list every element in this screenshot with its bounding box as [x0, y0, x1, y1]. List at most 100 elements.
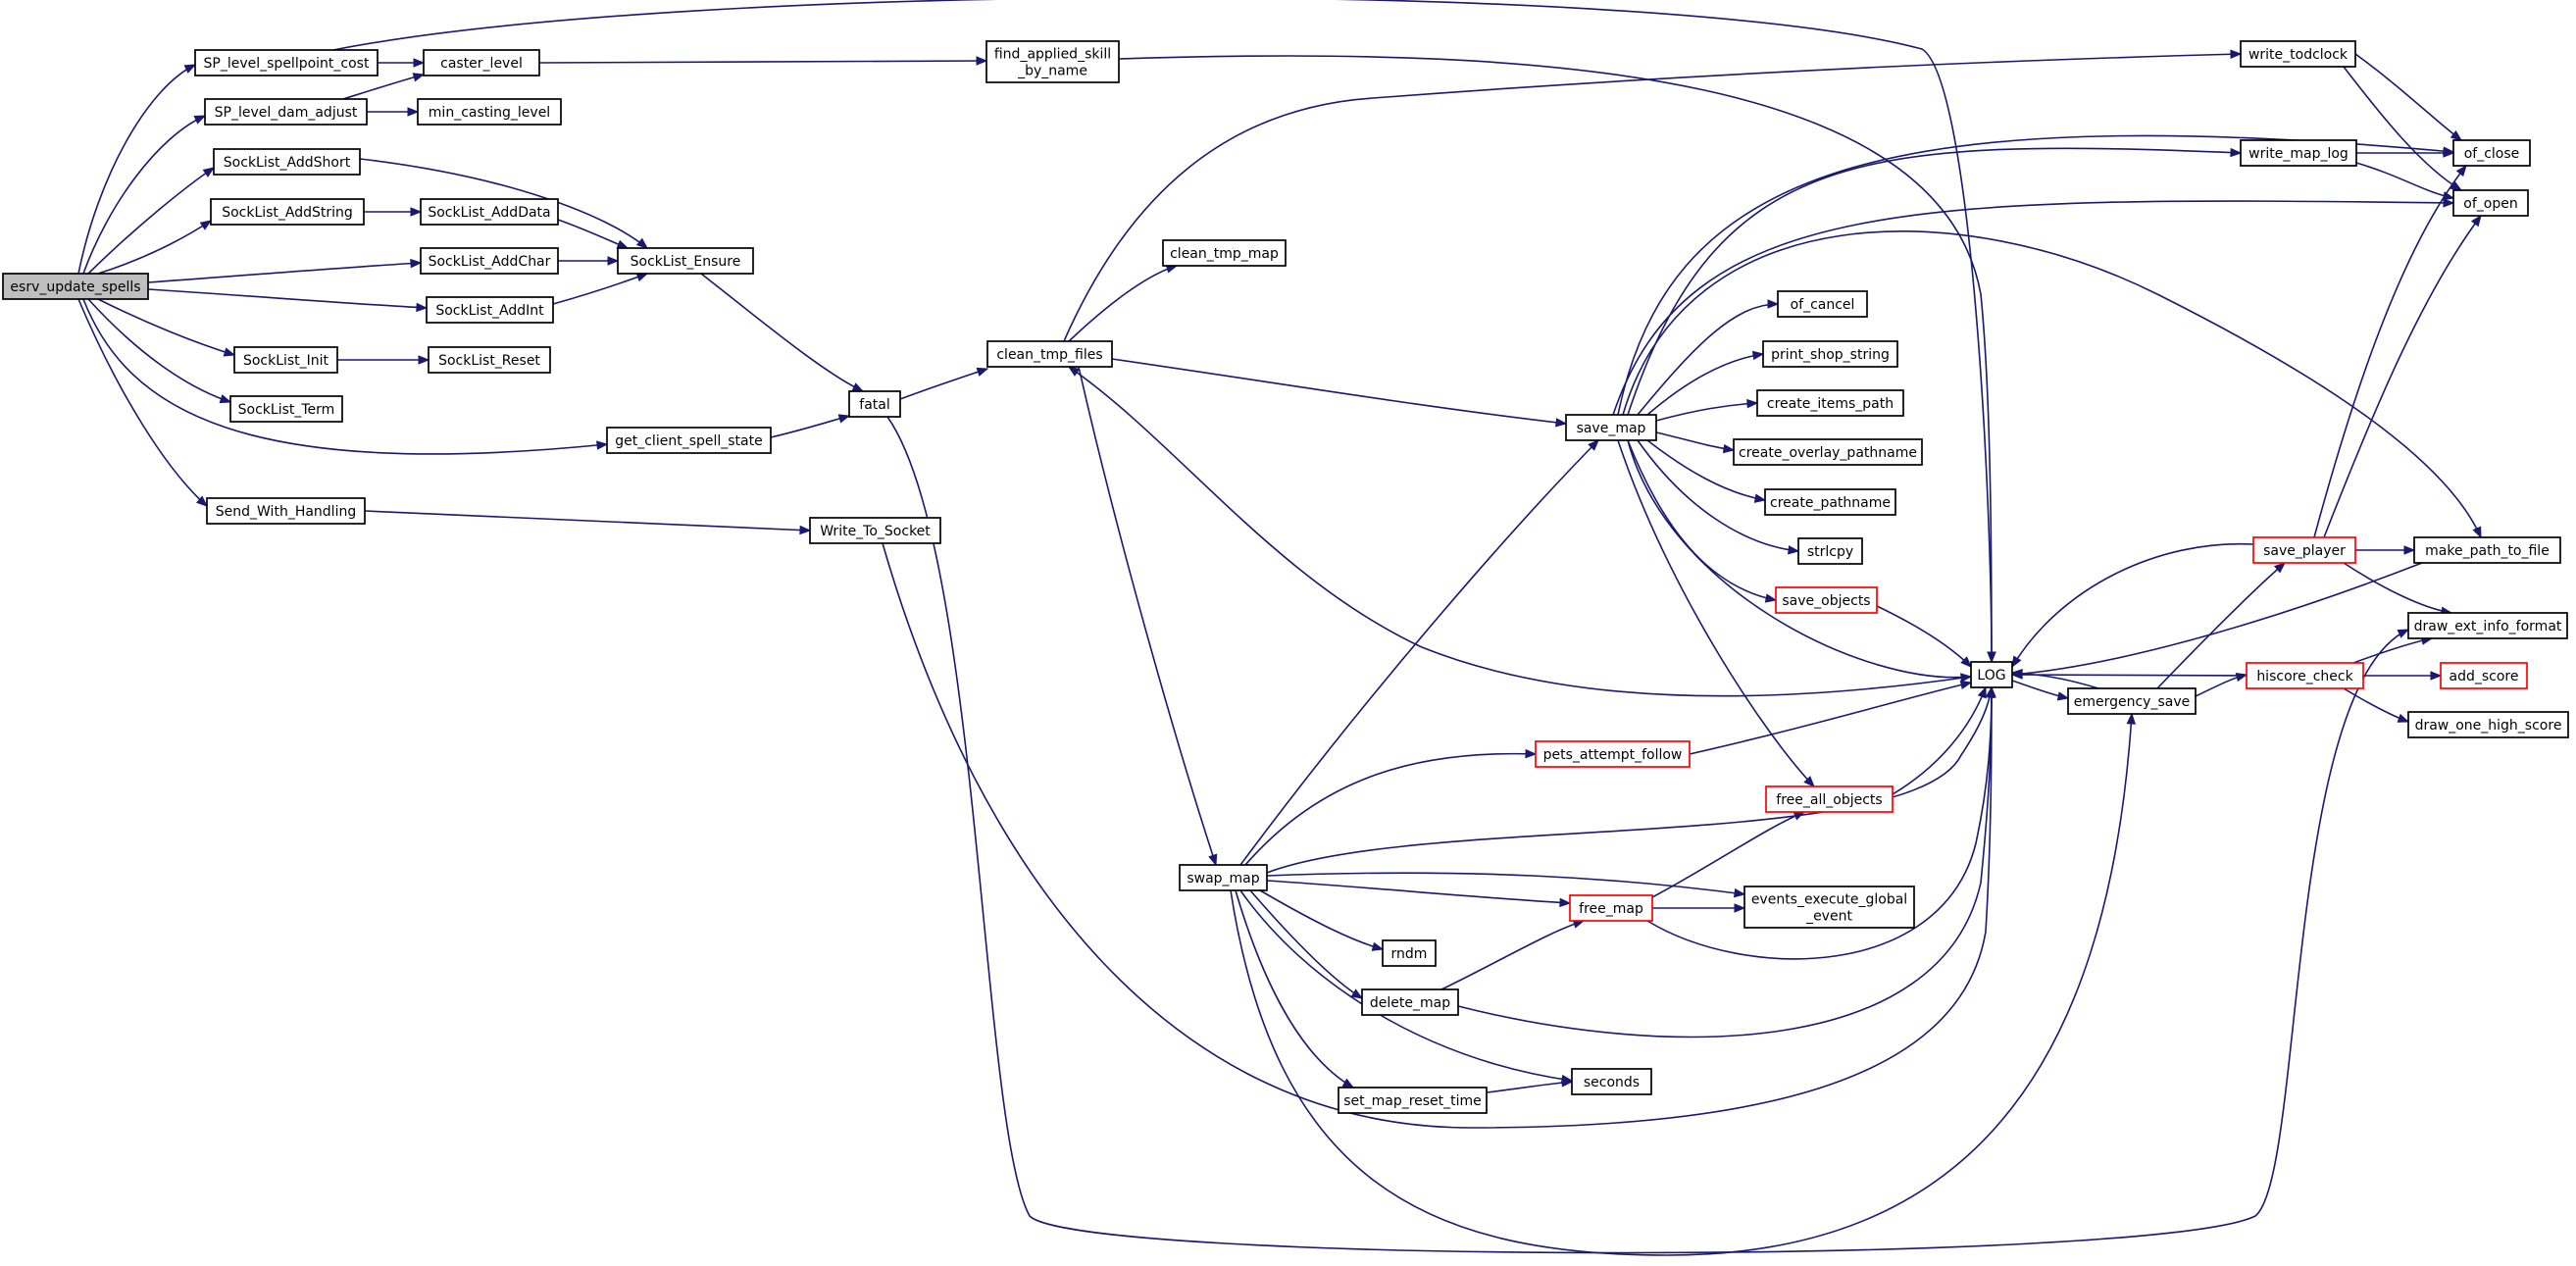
- node-label: of_close: [2464, 146, 2520, 162]
- node-label: draw_one_high_score: [2415, 718, 2562, 734]
- node-pets_attempt_follow[interactable]: pets_attempt_follow: [1535, 740, 1691, 768]
- node-box: [1756, 389, 1904, 417]
- node-label: SockList_AddInt: [435, 303, 544, 319]
- node-box: [1733, 438, 1923, 466]
- node-esrv_update_spells[interactable]: esrv_update_spells: [2, 273, 149, 300]
- node-Send_With_Handling[interactable]: Send_With_Handling: [206, 497, 366, 525]
- edge-line: [2355, 162, 2454, 199]
- node-emergency_save[interactable]: emergency_save: [2067, 687, 2197, 715]
- edge-free_map-to-free_all_objects: [1651, 811, 1806, 898]
- node-box: [2407, 612, 2568, 639]
- node-box: [2452, 139, 2531, 167]
- node-swap_map[interactable]: swap_map: [1179, 864, 1268, 891]
- node-fatal[interactable]: fatal: [848, 390, 901, 418]
- edge-SP_level_dam_adjust-to-min_casting_level: [367, 107, 420, 117]
- node-seconds[interactable]: seconds: [1571, 1068, 1652, 1095]
- node-SockList_Init[interactable]: SockList_Init: [233, 346, 338, 374]
- arrowhead-icon: [1746, 398, 1759, 409]
- arrowhead-icon: [407, 107, 420, 117]
- node-create_overlay_pathname[interactable]: create_overlay_pathname: [1733, 438, 1923, 466]
- node-draw_ext_info_format[interactable]: draw_ext_info_format: [2407, 612, 2568, 639]
- node-clean_tmp_files[interactable]: clean_tmp_files: [986, 340, 1113, 368]
- arrowhead-icon: [837, 414, 851, 424]
- edge-Write_To_Socket-to-LOG: [882, 542, 1996, 1129]
- edge-clean_tmp_files-to-write_todclock: [1063, 49, 2243, 342]
- node-of_cancel[interactable]: of_cancel: [1777, 290, 1868, 318]
- node-SockList_Term[interactable]: SockList_Term: [229, 395, 343, 423]
- node-Write_To_Socket[interactable]: Write_To_Socket: [809, 517, 941, 544]
- edge-esrv_update_spells-to-SockList_Init: [97, 298, 236, 357]
- node-find_applied_skill_by_name[interactable]: find_applied_skill_by_name: [985, 40, 1120, 83]
- node-SockList_AddString[interactable]: SockList_AddString: [210, 198, 365, 226]
- node-box: [606, 427, 772, 454]
- node-caster_level[interactable]: caster_level: [423, 49, 540, 76]
- edge-line: [1078, 366, 1217, 866]
- node-delete_map[interactable]: delete_map: [1361, 988, 1459, 1016]
- node-SP_level_dam_adjust[interactable]: SP_level_dam_adjust: [204, 98, 368, 126]
- node-save_map[interactable]: save_map: [1565, 414, 1657, 441]
- edge-delete_map-to-LOG: [1457, 685, 1996, 1038]
- edge-line: [87, 167, 215, 275]
- edge-line: [2156, 562, 2286, 689]
- arrowhead-icon: [1987, 685, 1996, 698]
- node-create_pathname[interactable]: create_pathname: [1764, 488, 1896, 516]
- arrowhead-icon: [2450, 180, 2463, 191]
- edge-swap_map-to-free_map: [1266, 880, 1572, 908]
- node-label: set_map_reset_time: [1343, 1093, 1482, 1109]
- node-SockList_AddChar[interactable]: SockList_AddChar: [420, 247, 559, 275]
- node-LOG[interactable]: LOG: [1970, 661, 2013, 688]
- node-strlcpy[interactable]: strlcpy: [1797, 537, 1863, 565]
- node-save_player[interactable]: save_player: [2252, 536, 2356, 564]
- arrowhead-icon: [2397, 629, 2410, 638]
- node-draw_one_high_score[interactable]: draw_one_high_score: [2407, 711, 2569, 738]
- node-rndm[interactable]: rndm: [1382, 939, 1437, 967]
- node-get_client_spell_state[interactable]: get_client_spell_state: [606, 427, 772, 454]
- node-of_close[interactable]: of_close: [2452, 139, 2531, 167]
- node-SockList_Reset[interactable]: SockList_Reset: [428, 346, 551, 374]
- node-SockList_AddShort[interactable]: SockList_AddShort: [213, 148, 361, 176]
- node-label: free_map: [1579, 901, 1643, 917]
- edge-line: [147, 262, 422, 283]
- edge-free_map-to-events_execute_global_event: [1652, 903, 1746, 913]
- arrowhead-icon: [1733, 887, 1746, 898]
- node-write_todclock[interactable]: write_todclock: [2240, 40, 2356, 68]
- node-box: [1179, 864, 1268, 891]
- node-SockList_Ensure[interactable]: SockList_Ensure: [617, 247, 754, 275]
- node-label: SockList_AddShort: [224, 155, 351, 171]
- edge-line: [700, 273, 864, 392]
- node-print_shop_string[interactable]: print_shop_string: [1762, 340, 1898, 368]
- node-add_score[interactable]: add_score: [2440, 662, 2528, 689]
- node-label: caster_level: [440, 56, 523, 72]
- arrowhead-icon: [1764, 593, 1778, 603]
- node-write_map_log[interactable]: write_map_log: [2240, 139, 2357, 167]
- edge-line: [1646, 353, 1764, 416]
- node-make_path_to_file[interactable]: make_path_to_file: [2413, 536, 2561, 564]
- edge-line: [77, 64, 196, 275]
- arrowhead-icon: [2235, 672, 2248, 683]
- node-free_all_objects[interactable]: free_all_objects: [1765, 785, 1894, 813]
- node-set_map_reset_time[interactable]: set_map_reset_time: [1338, 1087, 1488, 1114]
- node-box: [1762, 340, 1898, 368]
- edge-line: [97, 298, 235, 356]
- edge-line: [2343, 66, 2462, 191]
- node-SockList_AddData[interactable]: SockList_AddData: [420, 198, 559, 226]
- node-free_map[interactable]: free_map: [1569, 894, 1653, 922]
- arrowhead-icon: [219, 394, 232, 404]
- node-SP_level_spellpoint_cost[interactable]: SP_level_spellpoint_cost: [194, 49, 379, 76]
- node-hiscore_check[interactable]: hiscore_check: [2246, 662, 2364, 689]
- arrowhead-icon: [2056, 691, 2070, 701]
- node-label: SockList_Ensure: [631, 254, 741, 270]
- edge-esrv_update_spells-to-get_client_spell_state: [82, 298, 609, 455]
- node-SockList_AddInt[interactable]: SockList_AddInt: [426, 296, 554, 324]
- node-create_items_path[interactable]: create_items_path: [1756, 389, 1904, 417]
- arrowhead-icon: [2230, 147, 2243, 158]
- node-events_execute_global_event[interactable]: events_execute_global_event: [1743, 886, 1915, 929]
- edge-SockList_AddShort-to-SockList_Ensure: [359, 158, 649, 249]
- node-of_open[interactable]: of_open: [2452, 189, 2529, 217]
- node-clean_tmp_map[interactable]: clean_tmp_map: [1162, 239, 1287, 267]
- node-min_casting_level[interactable]: min_casting_level: [417, 98, 562, 126]
- node-box: [1565, 414, 1657, 441]
- node-label: make_path_to_file: [2425, 543, 2550, 559]
- node-box: [213, 148, 361, 176]
- node-save_objects[interactable]: save_objects: [1775, 586, 1878, 614]
